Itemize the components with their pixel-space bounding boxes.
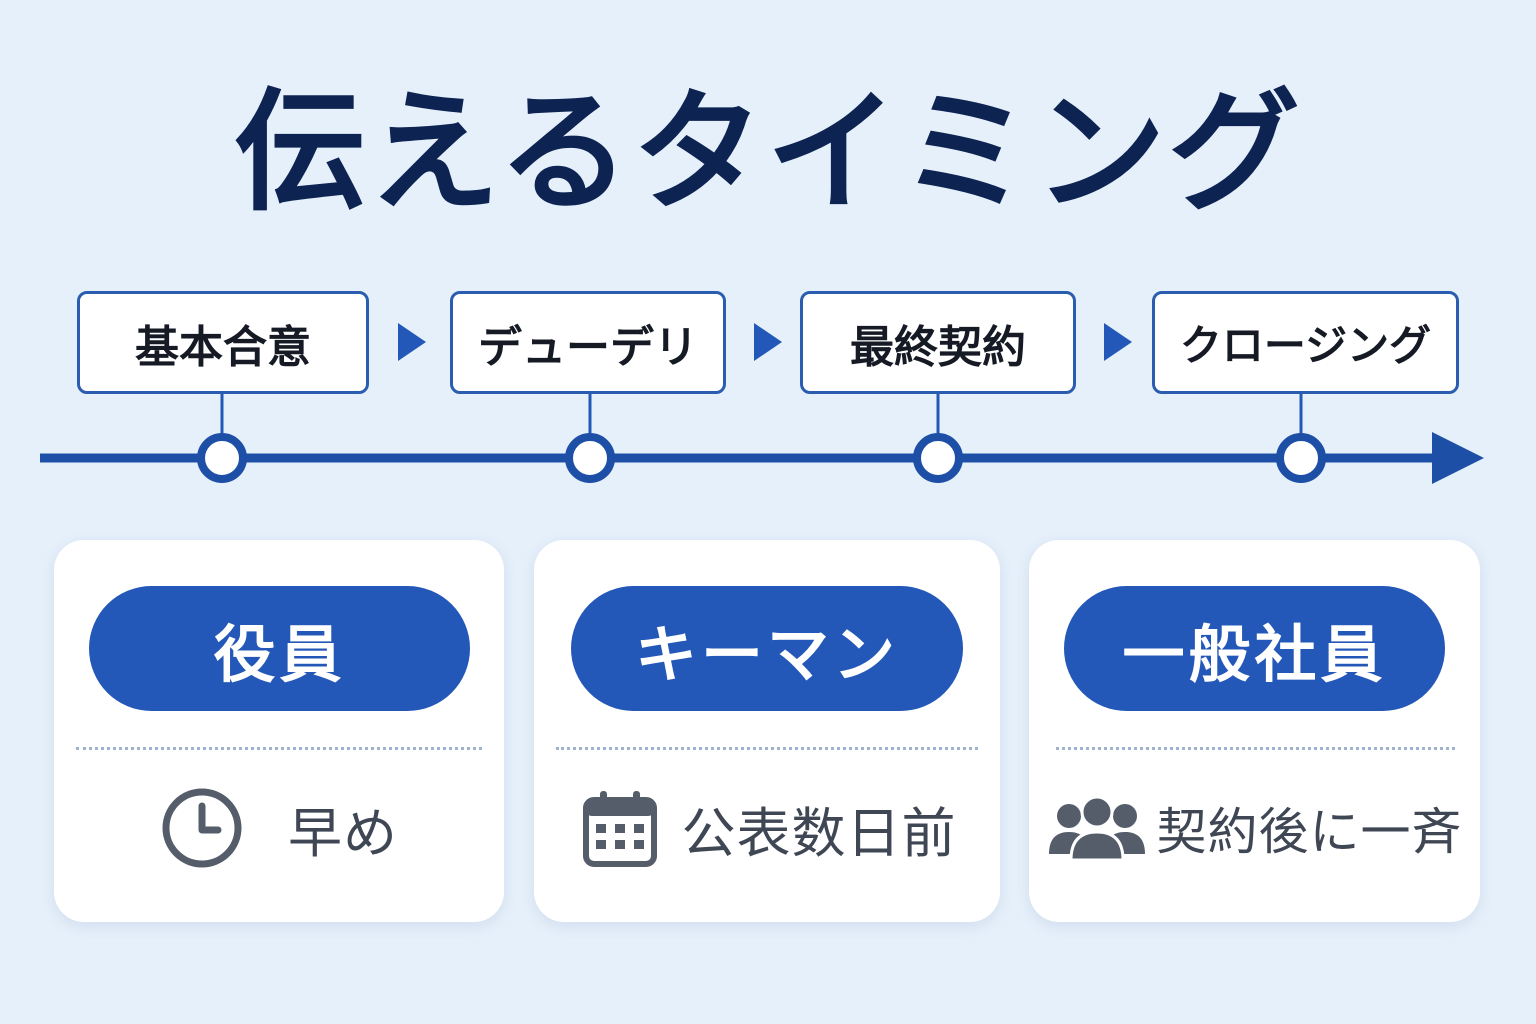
group-card-executives: 役員 早め: [54, 540, 504, 922]
stage-due-diligence: デューデリ: [450, 291, 726, 394]
timeline-node: [197, 433, 247, 483]
chevron-right-icon: [398, 323, 426, 361]
divider: [556, 747, 978, 750]
group-card-key-persons: キーマン 公表数日前: [534, 540, 1000, 922]
group-label: キーマン: [571, 586, 963, 711]
chevron-right-icon: [1104, 323, 1132, 361]
chevron-right-icon: [754, 323, 782, 361]
divider: [76, 747, 482, 750]
timeline-arrowhead: [1432, 432, 1484, 484]
timing-text: 契約後に一斉: [1156, 803, 1463, 861]
group-label: 役員: [89, 586, 470, 711]
group-label: 一般社員: [1064, 586, 1445, 711]
stage-final-contract: 最終契約: [800, 291, 1076, 394]
calendar-icon: [582, 791, 657, 867]
group-card-general-employees: 一般社員 契約後に一斉: [1029, 540, 1480, 922]
timeline-node: [1276, 433, 1326, 483]
timing-row: 契約後に一斉: [1029, 788, 1480, 868]
page-title: 伝えるタイミング: [233, 76, 1303, 230]
stage-basic-agreement: 基本合意: [77, 291, 369, 394]
clock-icon: [162, 788, 242, 868]
stage-closing: クロージング: [1152, 291, 1459, 394]
timing-text: 公表数日前: [681, 801, 957, 865]
timing-row: 早め: [54, 788, 504, 868]
timing-text: 早め: [288, 801, 398, 865]
timeline-node: [565, 433, 615, 483]
divider: [1056, 747, 1455, 750]
timing-row: 公表数日前: [534, 788, 1000, 868]
timeline-axis: [40, 394, 1484, 484]
timeline-node: [913, 433, 963, 483]
people-icon: [1048, 795, 1145, 862]
